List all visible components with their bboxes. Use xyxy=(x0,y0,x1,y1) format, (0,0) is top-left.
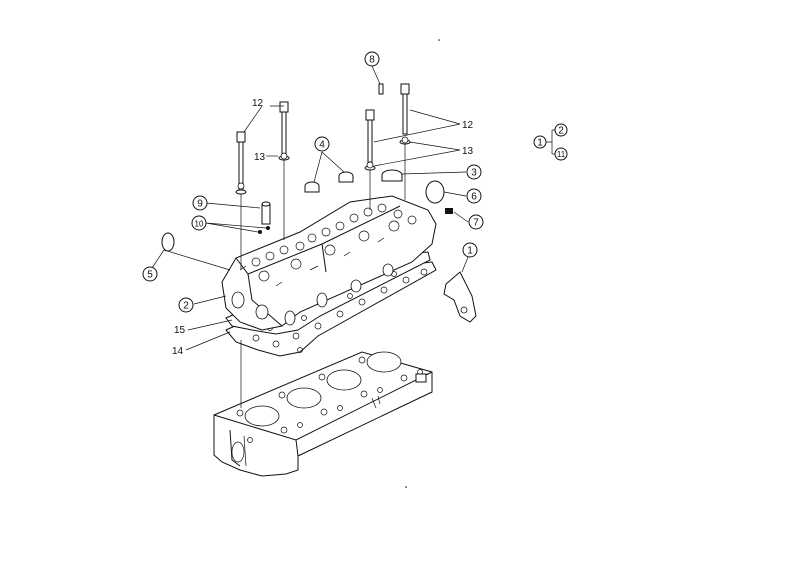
callout-9-label: 9 xyxy=(197,199,203,210)
callout-9: 9 xyxy=(192,195,208,211)
callout-8-label: 8 xyxy=(369,55,375,66)
callout-1: 1 xyxy=(462,242,478,258)
label-12-right: 12 xyxy=(462,120,474,131)
callout-2: 2 xyxy=(178,297,194,313)
callout-6-label: 6 xyxy=(471,192,477,203)
callout-2-label: 2 xyxy=(183,301,189,312)
callout-5-label: 5 xyxy=(147,270,153,281)
head-bolts xyxy=(235,83,411,270)
sleeve-tube xyxy=(261,201,271,225)
cylinder-block xyxy=(213,351,433,477)
label-14: 14 xyxy=(172,346,184,357)
small-nut xyxy=(445,208,453,214)
cylinder-head xyxy=(221,195,437,331)
plug-disc xyxy=(425,180,445,204)
lifting-bracket xyxy=(443,271,477,323)
legend-left-label: 1 xyxy=(537,138,543,149)
small-washers xyxy=(258,226,270,234)
callout-4: 4 xyxy=(314,136,330,152)
label-15: 15 xyxy=(174,325,186,336)
callout-7: 7 xyxy=(468,214,484,230)
valve-caps xyxy=(304,171,354,193)
pin xyxy=(378,83,384,95)
callout-3: 3 xyxy=(466,164,482,180)
callout-10: 10 xyxy=(191,215,207,231)
label-13-left: 13 xyxy=(254,152,266,163)
side-plug xyxy=(161,232,175,252)
label-13-right: 13 xyxy=(462,146,474,157)
legend-bottom-label: 11 xyxy=(557,150,566,159)
assembly-legend: 1 2 11 xyxy=(533,123,568,161)
callout-4-label: 4 xyxy=(319,140,325,151)
callout-5: 5 xyxy=(142,266,158,282)
callout-7-label: 7 xyxy=(473,218,479,229)
callout-3-label: 3 xyxy=(471,168,477,179)
filler-cap xyxy=(381,169,403,182)
legend-top-label: 2 xyxy=(558,126,564,137)
leader-lines xyxy=(151,65,471,408)
callout-1-label: 1 xyxy=(467,246,473,257)
callout-6: 6 xyxy=(466,188,482,204)
callout-8: 8 xyxy=(364,51,380,67)
label-12-left: 12 xyxy=(252,98,264,109)
callout-10-label: 10 xyxy=(195,220,204,229)
